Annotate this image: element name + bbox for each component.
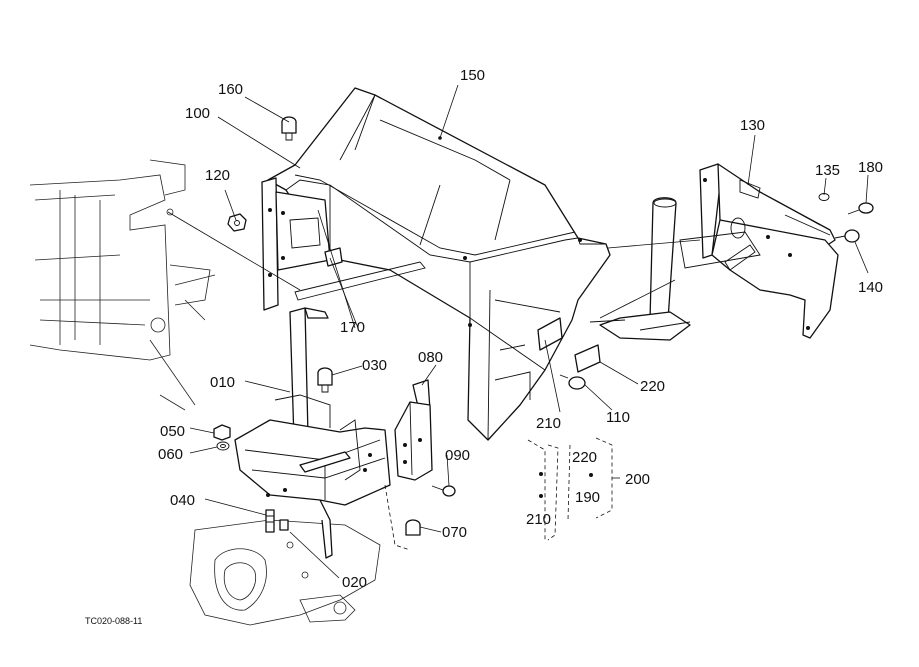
label-120: 120 <box>205 167 230 184</box>
rod-170 <box>294 247 426 301</box>
callout-dots <box>539 472 593 498</box>
nut-120 <box>227 213 247 232</box>
bolt-140 <box>834 229 860 243</box>
label-070: 070 <box>442 524 467 541</box>
stud-040 <box>265 509 289 533</box>
label-020: 020 <box>342 574 367 591</box>
nut-050 <box>213 424 231 441</box>
washer-060 <box>216 441 230 451</box>
label-010: 010 <box>210 374 235 391</box>
bracket-130 <box>679 163 839 339</box>
bracket-100 <box>261 177 331 311</box>
label-100: 100 <box>185 105 210 122</box>
label-170: 170 <box>340 319 365 336</box>
label-190: 190 <box>575 489 600 506</box>
label-040: 040 <box>170 492 195 509</box>
bracket-080 <box>394 379 433 481</box>
rear-axle-outline <box>189 519 381 626</box>
label-050: 050 <box>160 423 185 440</box>
label-210-fender: 210 <box>536 415 561 432</box>
label-220-fender: 220 <box>640 378 665 395</box>
bolt-110 <box>559 374 586 390</box>
bolt-070 <box>405 519 421 536</box>
label-220-set: 220 <box>572 449 597 466</box>
label-200: 200 <box>625 471 650 488</box>
label-060: 060 <box>158 446 183 463</box>
bolt-160 <box>281 116 297 141</box>
figure-reference: TC020-088-11 <box>85 616 142 626</box>
label-135: 135 <box>815 162 840 179</box>
label-130: 130 <box>740 117 765 134</box>
tractor-frame-outline <box>29 159 216 411</box>
label-160: 160 <box>218 81 243 98</box>
bolt-030 <box>317 367 333 393</box>
bolt-180 <box>847 202 874 215</box>
label-150: 150 <box>460 67 485 84</box>
label-110: 110 <box>606 409 630 426</box>
label-180: 180 <box>858 159 883 176</box>
callout-labels: 150 160 100 120 170 130 135 180 140 220 … <box>85 67 883 626</box>
bolt-090 <box>431 485 456 497</box>
label-140: 140 <box>858 279 883 296</box>
label-090: 090 <box>445 447 470 464</box>
bracket-020 <box>234 394 391 559</box>
leader-lines <box>167 84 869 579</box>
dashed-assembly-lines <box>384 437 613 551</box>
reflector-220 <box>537 317 601 373</box>
label-080: 080 <box>418 349 443 366</box>
label-210-set: 210 <box>526 511 551 528</box>
lift-post <box>589 197 691 341</box>
label-030: 030 <box>362 357 387 374</box>
fender-150 <box>267 87 611 441</box>
